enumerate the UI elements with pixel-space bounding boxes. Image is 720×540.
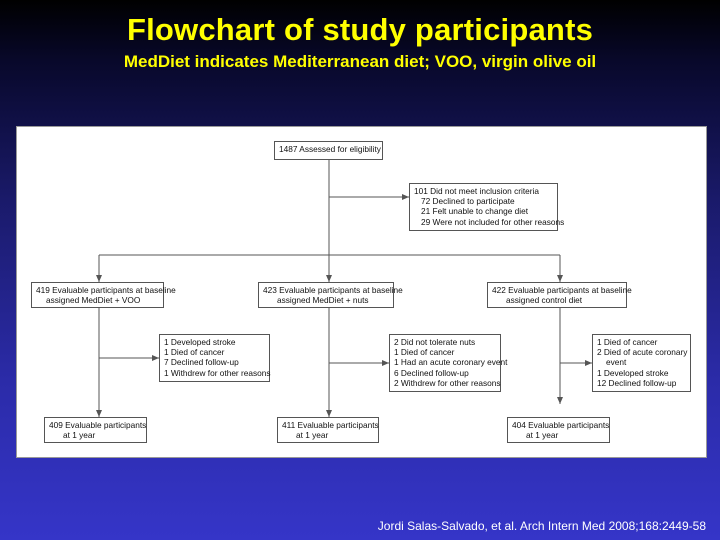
arm-voo-box: 419 Evaluable participants at baseline a… — [31, 282, 176, 308]
box-line: 1 Died of cancer — [394, 347, 455, 358]
slide-title: Flowchart of study participants — [126, 12, 594, 47]
box-line: 21 Felt unable to change diet — [421, 206, 529, 217]
assessed-box: 1487 Assessed for eligibility — [274, 141, 383, 160]
box-line: 2 Withdrew for other reasons — [394, 377, 501, 388]
box-line: 423 Evaluable participants at baseline — [263, 285, 403, 295]
box-line: 422 Evaluable participants at baseline — [492, 285, 632, 295]
box-line: 1 Died of cancer — [164, 347, 225, 358]
arrow-head — [557, 275, 563, 282]
citation: Jordi Salas-Salvado, et al. Arch Intern … — [377, 519, 706, 533]
box-line: assigned MedDiet + VOO — [46, 295, 141, 306]
box-line: 419 Evaluable participants at baseline — [36, 285, 176, 295]
final-voo-box: 409 Evaluable participants at 1 year — [44, 417, 147, 443]
arrow-head — [402, 194, 409, 200]
box-line: 29 Were not included for other reasons — [421, 216, 565, 227]
arm-control-box: 422 Evaluable participants at baseline a… — [487, 282, 632, 308]
box-line: 1 Withdrew for other reasons — [164, 367, 271, 378]
box-line: at 1 year — [296, 430, 329, 441]
arrow-head — [326, 410, 332, 417]
box-line: at 1 year — [526, 430, 559, 441]
box-line: 2 Died of acute coronary — [597, 347, 688, 358]
arrow-head — [152, 355, 159, 361]
arrow-head — [585, 360, 592, 366]
box-line: event — [606, 357, 627, 368]
box-line: at 1 year — [63, 430, 96, 441]
arrow-head — [96, 275, 102, 282]
flowchart-panel: 1487 Assessed for eligibility 101 Did no… — [16, 126, 707, 458]
box-line: assigned control diet — [506, 295, 583, 306]
box-line: 404 Evaluable participants — [512, 420, 610, 430]
box-line: 1 Developed stroke — [597, 367, 669, 378]
flowchart-connectors — [96, 160, 592, 417]
box-line: assigned MedDiet + nuts — [277, 295, 369, 306]
arrow-head — [96, 410, 102, 417]
arrow-head — [382, 360, 389, 366]
box-line: 12 Declined follow-up — [597, 377, 677, 388]
final-control-box: 404 Evaluable participants at 1 year — [507, 417, 610, 443]
box-line: 1 Developed stroke — [164, 337, 236, 347]
box-line: 1 Had an acute coronary event — [394, 357, 508, 368]
box-line: 7 Declined follow-up — [164, 357, 239, 368]
loss-control-box: 1 Died of cancer 2 Died of acute coronar… — [592, 334, 691, 392]
box-line: 2 Did not tolerate nuts — [394, 337, 476, 347]
arm-nuts-box: 423 Evaluable participants at baseline a… — [258, 282, 403, 308]
arrow-head — [557, 397, 563, 404]
box-line: 1 Died of cancer — [597, 337, 658, 347]
excluded-box: 101 Did not meet inclusion criteria 72 D… — [409, 183, 565, 231]
arrow-head — [326, 275, 332, 282]
loss-voo-box: 1 Developed stroke 1 Died of cancer 7 De… — [159, 334, 271, 382]
final-nuts-box: 411 Evaluable participants at 1 year — [277, 417, 379, 443]
slide-subtitle: MedDiet indicates Mediterranean diet; VO… — [123, 52, 597, 71]
loss-nuts-box: 2 Did not tolerate nuts 1 Died of cancer… — [389, 334, 508, 392]
box-line: 101 Did not meet inclusion criteria — [414, 186, 539, 196]
box-line: 72 Declined to participate — [421, 196, 515, 207]
box-line: 409 Evaluable participants — [49, 420, 147, 430]
box-line: 411 Evaluable participants — [282, 420, 379, 430]
box-line: 6 Declined follow-up — [394, 367, 469, 378]
box-line: 1487 Assessed for eligibility — [279, 144, 381, 154]
